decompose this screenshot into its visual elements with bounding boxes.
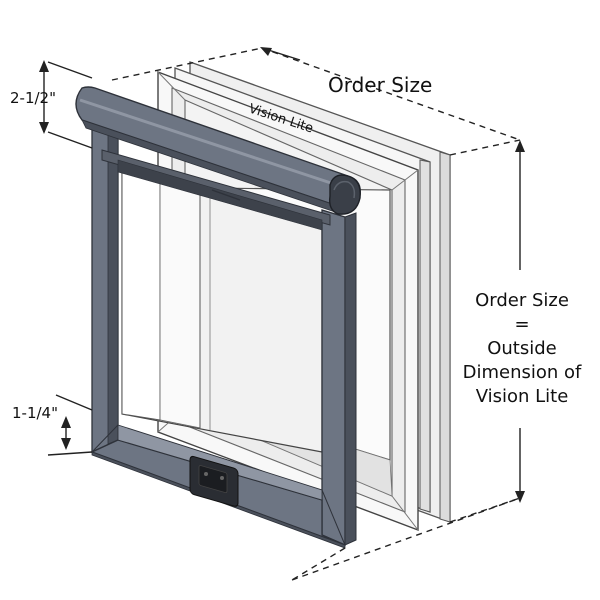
sill-height-label: 1-1/4"	[12, 404, 58, 422]
top-order-size-label: Order Size	[328, 73, 432, 97]
frame-left-stile-inner	[107, 129, 119, 445]
right-dim-arrow-top	[515, 140, 525, 152]
right-dim-arrow-bottom	[515, 491, 525, 503]
frame-bottom-sill-top	[117, 424, 323, 501]
latch-icon	[189, 455, 239, 507]
outside-label: Outside	[487, 338, 557, 359]
flap-hinge-shadow	[117, 159, 323, 231]
vision-lite-mid-side	[419, 159, 431, 513]
flap-trim-inner	[159, 173, 201, 429]
equals-label: =	[514, 314, 529, 335]
aluminum-frame	[75, 86, 361, 549]
header-housing-highlight	[79, 98, 341, 188]
dimension-of-label: Dimension of	[463, 362, 582, 383]
flap-panel	[121, 161, 323, 453]
vision-lite-outer-side	[439, 151, 451, 523]
vision-lite-2-label: Vision Lite	[476, 386, 569, 407]
header-height-label: 2-1/2"	[10, 89, 56, 107]
flap-trim-left	[121, 161, 161, 421]
side-order-size-label: Order Size	[475, 290, 569, 311]
frame-right-stile	[321, 209, 346, 546]
frame-right-stile-face	[344, 212, 357, 546]
dimension-lines	[39, 47, 525, 581]
